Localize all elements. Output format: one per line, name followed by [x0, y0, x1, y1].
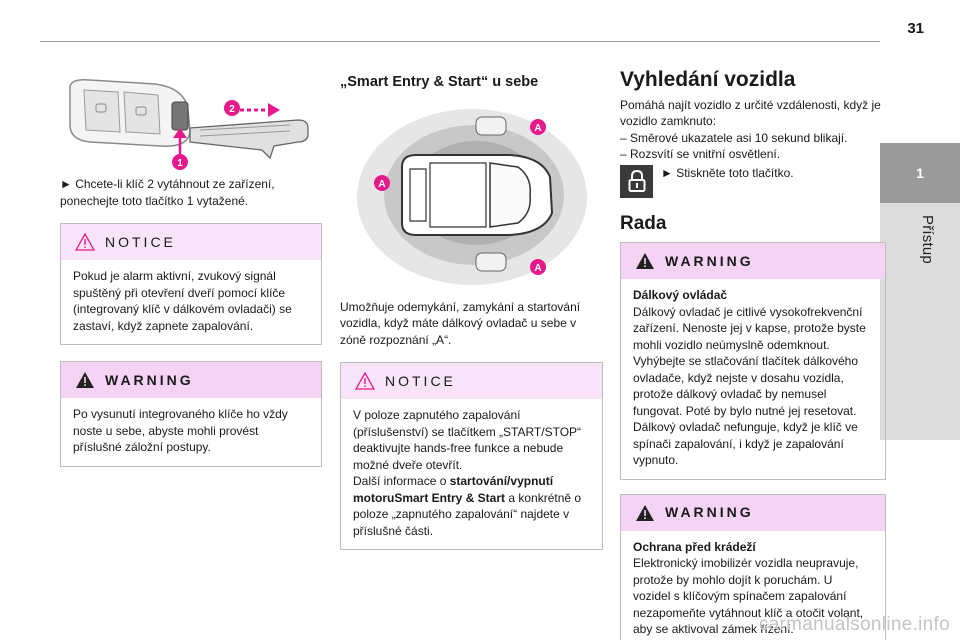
warning-box-key: WARNING Po vysunutí integrovaného klíče …	[60, 361, 322, 467]
figure-label-2: 2	[229, 104, 235, 115]
warning-header: WARNING	[621, 243, 885, 279]
notice-title: NOTICE	[385, 372, 456, 389]
notice-triangle-icon	[75, 233, 95, 251]
figure-label-1: 1	[177, 158, 183, 169]
warning-triangle-icon	[76, 372, 94, 388]
smart-entry-heading: „Smart Entry & Start“ u sebe	[340, 74, 539, 90]
page-number: 31	[907, 20, 924, 37]
vehicle-locator-intro: Pomáhá najít vozidlo z určité vzdálenost…	[620, 97, 881, 129]
smart-entry-paragraph: Umožňuje odemykání, zamykání a startován…	[340, 299, 581, 347]
warning-box-remote: WARNING Dálkový ovládač Dálkový ovladač …	[620, 242, 886, 480]
warning-triangle-icon	[636, 253, 654, 269]
column-key-removal: 1 2 ► Chcete-li klíč 2 vytáhnout ze zaří…	[60, 70, 322, 467]
vehicle-locator-heading: Vyhledání vozidla	[620, 68, 796, 91]
dash-item: – Rozsvítí se vnitřní osvětlení.	[620, 147, 781, 161]
press-button-instruction: ► Stiskněte toto tlačítko.	[661, 165, 794, 180]
warning-triangle-icon	[636, 504, 654, 521]
notice-line-2-post: a konkrétně o poloze „zapnutého zapalová…	[353, 490, 582, 538]
zone-label-a-left: A	[378, 179, 385, 190]
chapter-label: Přístup	[919, 215, 936, 264]
warning-header: WARNING	[61, 362, 321, 398]
header-divider	[40, 41, 880, 42]
notice-text: Pokud je alarm aktivní, zvukový signál s…	[73, 269, 292, 333]
warning-title: WARNING	[665, 252, 754, 269]
notice-line-1: V poloze zapnutého zapalování (příslušen…	[353, 408, 582, 472]
notice-box-ignition: NOTICE V poloze zapnutého zapalování (př…	[340, 362, 603, 550]
press-button-row: ► Stiskněte toto tlačítko.	[620, 164, 886, 198]
zone-label-a-top: A	[534, 123, 541, 134]
watermark[interactable]: carmanualsonline.info	[758, 614, 950, 635]
notice-header: NOTICE	[341, 363, 602, 399]
notice-text: V poloze zapnutého zapalování (příslušen…	[341, 399, 602, 549]
notice-box-alarm: NOTICE Pokud je alarm aktivní, zvukový s…	[60, 223, 322, 345]
notice-title: NOTICE	[105, 233, 176, 250]
warning-title: WARNING	[105, 371, 194, 388]
dash-item: – Směrové ukazatele asi 10 sekund blikaj…	[620, 130, 848, 145]
warning-header: WARNING	[621, 494, 885, 531]
chapter-number-tab[interactable]: 1	[880, 143, 960, 203]
notice-triangle-icon	[355, 372, 375, 390]
key-removal-instruction: ► Chcete-li klíč 2 vytáhnout ze zařízení…	[60, 177, 275, 208]
notice-line-2-bold: startování/vypnutí motoruSmart Entry & S…	[353, 474, 554, 505]
column-smart-entry: „Smart Entry & Start“ u sebe A A A Umožň…	[340, 70, 603, 550]
warning-subtitle: Ochrana před krádeží	[633, 539, 756, 554]
warning-subtitle: Dálkový ovládač	[633, 288, 728, 302]
key-fob-illustration: 1 2	[69, 78, 309, 170]
warning-text: Elektronický imobilizér vozidla neupravu…	[633, 556, 864, 636]
warning-body: Dálkový ovládač Dálkový ovladač je citli…	[621, 279, 885, 479]
notice-line-2-pre: Další informace o	[353, 474, 450, 488]
warning-body: Ochrana před krádeží Elektronický imobil…	[621, 531, 885, 640]
warning-box-antitheft: WARNING Ochrana před krádeží Elektronick…	[620, 493, 886, 640]
padlock-icon	[620, 164, 653, 198]
warning-text: Po vysunutí integrovaného klíče ho vždy …	[73, 407, 288, 454]
zone-label-a-bottom: A	[534, 263, 541, 274]
tips-heading: Rada	[620, 212, 667, 234]
notice-header: NOTICE	[61, 224, 321, 260]
detection-zone-illustration: A A A	[357, 108, 587, 285]
warning-text: Dálkový ovladač je citlivé vysokofrekven…	[633, 304, 866, 468]
warning-title: WARNING	[665, 504, 754, 521]
column-vehicle-locator: Vyhledání vozidla Pomáhá najít vozidlo z…	[620, 68, 886, 640]
